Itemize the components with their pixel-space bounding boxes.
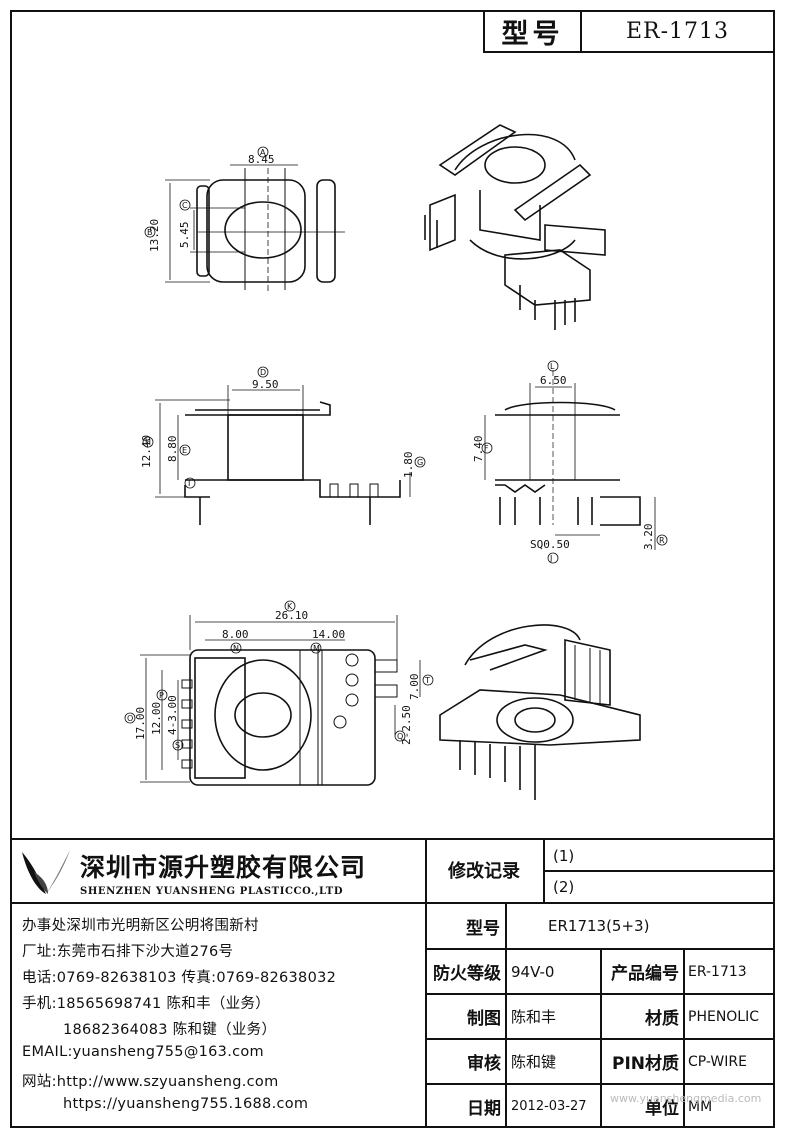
dim-c: 5.45 [178,222,191,249]
dim-sq: SQ0.50 [530,538,570,551]
label-m: M [313,644,320,653]
label-q: Q [397,732,403,741]
label-n: N [233,644,239,653]
label-i: I [188,479,190,488]
spec-unit-value: MM [688,1098,713,1115]
dim-o: 17.00 [134,707,147,740]
label-o: O [127,714,133,723]
spec-material-value: PHENOLIC [688,1008,760,1025]
email[interactable]: EMAIL:yuansheng755@163.com [22,1044,264,1060]
spec-fire-value: 94V-0 [511,962,555,981]
mobile-2: 18682364083 陈和键（业务） [63,1022,277,1038]
spec-model-label: 型号 [466,918,500,939]
model-header: 型号 ER-1713 [483,10,775,53]
spec-pin-label: PIN材质 [611,1054,679,1074]
dim-n2: 14.00 [312,628,345,641]
label-f: F [484,444,489,453]
isometric-view-top [424,124,606,330]
drawing-frame [10,10,775,1128]
office-address: 办事处深圳市光明新区公明将围新村 [22,918,259,934]
spec-product-no-label: 产品编号 [611,964,679,984]
label-t: T [424,676,430,685]
dim-n1: 8.00 [222,628,249,641]
specs-col-3 [683,948,685,1128]
label-k: K [287,602,293,611]
label-d: D [260,368,266,377]
side-view [484,370,656,550]
phone-fax: 电话:0769-82638103 传真:0769-82638032 [22,970,337,986]
model-header-value: ER-1713 [625,19,730,44]
watermark: www.yuanshengmedia.com [610,1092,762,1105]
revision-item-2: (2) [553,878,575,896]
spec-review-label: 审核 [467,1054,501,1074]
technical-drawing: 8.45 13.20 5.45 9.50 12.40 8.80 1.80 6.5… [124,124,668,800]
mobile-1: 手机:18565698741 陈和丰（业务） [22,996,271,1012]
table-divider-left [425,838,427,1128]
spec-drawn-value: 陈和丰 [511,1008,557,1026]
label-p: P [159,691,164,700]
model-header-label: 型号 [485,12,582,51]
spec-product-no-value: ER-1713 [688,963,747,980]
spec-fire-label: 防火等级 [433,964,501,984]
specs-col-1 [505,902,507,1128]
spec-date-label: 日期 [467,1099,501,1119]
spec-unit-label: 单位 [645,1099,679,1119]
bottom-view [140,615,421,786]
spec-review-value: 陈和键 [511,1053,557,1071]
revision-item-1: (1) [553,847,575,865]
factory-address: 厂址:东莞市石排下沙大道276号 [22,944,234,960]
specs-col-2 [600,948,602,1128]
dim-l: 6.50 [540,374,567,387]
label-s: S [175,741,180,750]
specs-top-border [425,902,775,904]
revision-label: 修改记录 [448,861,520,882]
label-b: B [147,228,153,237]
label-l: L [550,362,555,371]
company-divider [10,902,425,904]
company-logo-icon [22,850,70,894]
label-g: G [417,458,423,467]
revision-row-divider [543,870,775,872]
dim-f: 7.40 [472,436,485,463]
dim-p: 12.00 [150,702,163,735]
front-view [155,385,411,525]
spec-drawn-label: 制图 [467,1009,501,1029]
label-h: H [145,438,151,447]
dim-g: 1.80 [402,452,415,479]
dim-a: 8.45 [248,153,275,166]
label-r: R [659,536,665,545]
label-e: E [182,446,187,455]
company-name-cn: 深圳市源升塑胶有限公司 [80,853,367,882]
dim-e: 8.80 [166,436,179,463]
website[interactable]: 网站:http://www.szyuansheng.com [22,1074,279,1090]
dim-r: 3.20 [642,524,655,551]
spec-material-label: 材质 [645,1009,679,1029]
label-a: A [260,148,266,157]
dim-d: 9.50 [252,378,279,391]
table-top-border [10,838,775,840]
company-name-en: SHENZHEN YUANSHENG PLASTICCO.,LTD [80,886,344,897]
isometric-view-bottom [439,624,641,800]
label-j: J [549,554,552,563]
dim-s: 4-3.00 [166,695,179,735]
label-c: C [182,201,188,210]
dim-b: 13.20 [148,219,161,252]
spec-date-value: 2012-03-27 [511,1099,587,1114]
spec-model-value: ER1713(5+3) [548,917,650,935]
dim-t: 7.00 [408,674,421,701]
dim-q: 2-2.50 [400,705,413,745]
spec-pin-value: CP-WIRE [688,1053,747,1070]
dim-k: 26.10 [275,609,308,622]
top-view [165,164,345,292]
store-link[interactable]: https://yuansheng755.1688.com [63,1096,309,1112]
dim-h: 12.40 [140,435,153,468]
